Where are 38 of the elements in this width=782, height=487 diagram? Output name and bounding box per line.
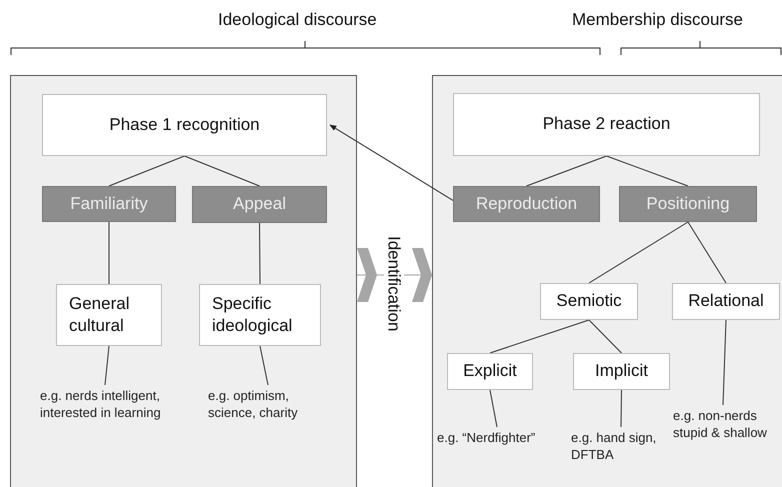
connector-line [588,222,688,284]
example-text: e.g. non-nerds stupid & shallow [673,408,773,468]
arrow [329,124,454,201]
example-text: e.g. “Nerdfighter” [437,430,557,475]
connector-line [490,320,590,354]
connector-line [722,320,726,406]
edge-label: Identification [384,236,404,332]
connector-line [108,156,185,186]
section-heading: Membership discourse [572,10,744,30]
category-box: Reproduction [453,186,600,222]
concept-box: Relational [672,283,780,320]
phase-panel [432,75,782,487]
connector-line [108,222,110,284]
phase-panel [10,75,357,487]
connector-line [588,320,622,354]
connector-line [260,346,268,386]
connector-line [606,156,688,186]
connector-line [104,346,110,386]
example-text: e.g. optimism, science, charity [208,388,328,448]
concept-box: Phase 2 reaction [453,93,760,156]
category-box: Appeal [192,186,327,223]
concept-box: Explicit [447,353,533,390]
example-text: e.g. nerds intelligent, interested in learning [40,388,170,473]
connector-line [620,390,622,428]
concept-box: General cultural [56,284,162,346]
connector-line [259,222,260,284]
connector-line [490,390,498,428]
concept-box: Specific ideological [199,284,321,346]
concept-box: Phase 1 recognition [42,94,327,156]
category-box: Familiarity [42,186,176,222]
section-heading: Ideological discourse [218,10,377,30]
connector-line [688,222,726,284]
category-box: Positioning [619,186,757,222]
connector-line [184,156,260,186]
concept-box: Implicit [573,353,670,390]
connector-line [526,156,607,186]
example-text: e.g. hand sign, DFTBA [571,430,671,475]
concept-box: Semiotic [540,283,638,320]
